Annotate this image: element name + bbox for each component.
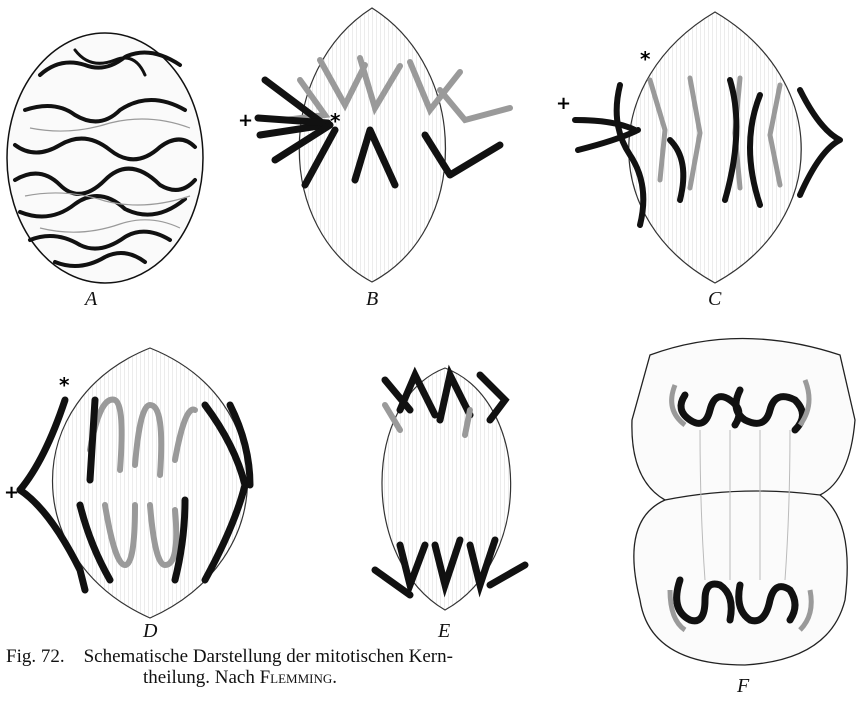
panel-label-c: C	[708, 288, 721, 311]
panel-label-f: F	[737, 675, 749, 698]
plus-marker: +	[556, 93, 571, 114]
panel-label-b: B	[366, 288, 378, 311]
plus-marker: +	[4, 482, 19, 503]
panel-a-nucleus	[7, 33, 203, 283]
asterisk-marker: *	[59, 373, 70, 397]
asterisk-marker: *	[330, 109, 341, 133]
panel-label-e: E	[438, 620, 450, 643]
panel-d-spindle: + *	[4, 348, 250, 618]
panel-e-spindle	[375, 368, 525, 610]
asterisk-marker: *	[640, 47, 651, 71]
panel-f-cell	[632, 339, 855, 666]
panel-label-d: D	[143, 620, 157, 643]
caption-line-1: Schematische Darstellung der mitotischen…	[84, 646, 453, 667]
panel-c-spindle: + *	[556, 12, 840, 283]
caption-author: Flemming.	[260, 667, 337, 688]
panel-b-spindle: + *	[238, 8, 510, 282]
plus-marker: +	[238, 110, 253, 131]
figure-caption: Fig. 72. Schematische Darstellung der mi…	[6, 646, 626, 688]
caption-line-2: theilung. Nach	[143, 667, 255, 688]
panel-label-a: A	[85, 288, 97, 311]
caption-fig-number: Fig. 72.	[6, 646, 65, 667]
